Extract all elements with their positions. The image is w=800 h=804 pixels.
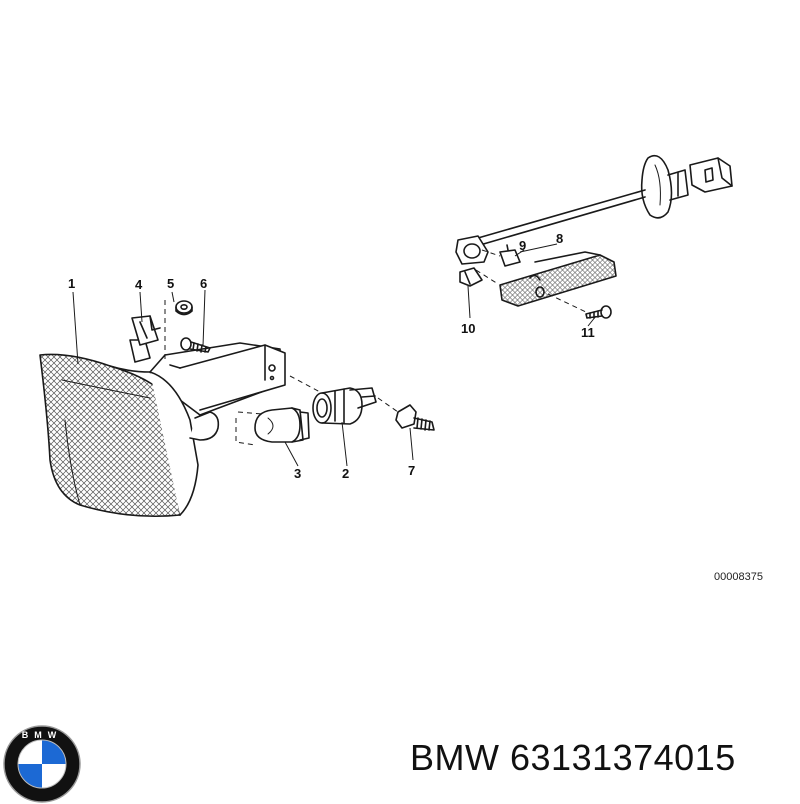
part-title: BMW 63131374015 xyxy=(410,737,736,779)
bulb-socket-part xyxy=(312,387,377,425)
turn-signal-lamp xyxy=(39,339,286,518)
brand-name: BMW xyxy=(410,737,500,778)
callout-3: 3 xyxy=(294,466,301,481)
bmw-logo-icon: BMW xyxy=(3,725,81,803)
callout-6: 6 xyxy=(200,276,207,291)
diagram-reference-code: 00008375 xyxy=(714,571,763,583)
leader-line-6 xyxy=(202,289,206,347)
svg-text:BMW: BMW xyxy=(22,730,63,740)
dashed-guide-line xyxy=(547,293,587,313)
side-marker-lamp xyxy=(455,154,733,319)
callout-8: 8 xyxy=(556,231,563,246)
leader-line-3 xyxy=(284,441,299,467)
leader-line-1 xyxy=(72,291,79,365)
leader-line-2 xyxy=(341,421,348,467)
clip-part xyxy=(131,315,161,346)
part-number: 63131374015 xyxy=(510,737,736,778)
leader-line-11 xyxy=(587,315,597,327)
leader-line-9 xyxy=(514,249,525,257)
leader-line-8 xyxy=(519,243,558,253)
screw-7-part xyxy=(395,404,435,431)
dashed-guide-line xyxy=(377,397,399,413)
callout-11: 11 xyxy=(581,325,595,340)
leader-line-4 xyxy=(139,291,143,323)
callout-9: 9 xyxy=(519,238,526,253)
dashed-guide-line xyxy=(237,411,263,415)
nut-part xyxy=(175,300,193,316)
callout-1: 1 xyxy=(68,276,75,291)
leader-line-10 xyxy=(467,285,471,319)
bulb-part xyxy=(254,407,310,443)
callout-2: 2 xyxy=(342,466,349,481)
dashed-guide-line xyxy=(475,269,499,285)
callout-5: 5 xyxy=(167,276,174,291)
callout-7: 7 xyxy=(408,463,415,478)
callout-4: 4 xyxy=(135,277,143,292)
screw-part xyxy=(180,337,211,353)
dashed-guide-line xyxy=(481,249,501,257)
dashed-guide-line xyxy=(235,418,256,446)
leader-line-7 xyxy=(409,427,414,461)
dashed-guide-line xyxy=(289,375,321,393)
leader-line-5 xyxy=(171,291,175,303)
callout-10: 10 xyxy=(461,321,475,336)
